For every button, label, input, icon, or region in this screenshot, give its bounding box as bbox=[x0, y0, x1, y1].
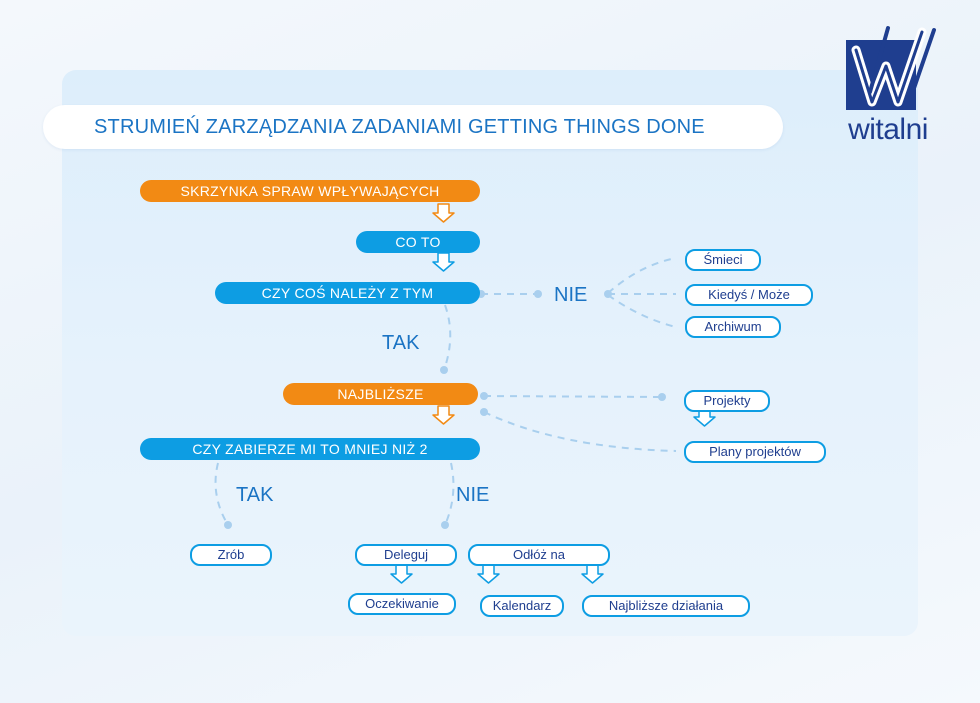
no-label: NIE bbox=[456, 484, 490, 506]
what-is-it-step: CO TO bbox=[356, 231, 480, 253]
yes-label: TAK bbox=[382, 332, 420, 354]
yes-label: TAK bbox=[236, 484, 274, 506]
down-arrow-icon bbox=[432, 405, 455, 425]
trash-outcome: Śmieci bbox=[685, 249, 761, 271]
calendar-outcome: Kalendarz bbox=[480, 595, 564, 617]
no-label: NIE bbox=[554, 284, 588, 306]
project-plans-outcome: Plany projektów bbox=[684, 441, 826, 463]
down-arrow-icon bbox=[432, 203, 455, 223]
down-arrow-icon bbox=[432, 252, 455, 272]
do-outcome: Zrób bbox=[190, 544, 272, 566]
brand-name: witalni bbox=[848, 113, 928, 146]
defer-outcome: Odłóż na bbox=[468, 544, 610, 566]
inbox-step: SKRZYNKA SPRAW WPŁYWAJĄCYCH bbox=[140, 180, 480, 202]
next-actions-outcome: Najbliższe działania bbox=[582, 595, 750, 617]
someday-outcome: Kiedyś / Może bbox=[685, 284, 813, 306]
down-arrow-icon bbox=[390, 564, 413, 584]
page-title: STRUMIEŃ ZARZĄDZANIA ZADANIAMI GETTING T… bbox=[94, 116, 705, 138]
waiting-outcome: Oczekiwanie bbox=[348, 593, 456, 615]
archive-outcome: Archiwum bbox=[685, 316, 781, 338]
diagram-panel bbox=[62, 70, 918, 636]
down-arrow-icon bbox=[581, 564, 604, 584]
delegate-outcome: Deleguj bbox=[355, 544, 457, 566]
title-bar bbox=[43, 105, 783, 149]
two-minutes-step: CZY ZABIERZE MI TO MNIEJ NIŻ 2 bbox=[140, 438, 480, 460]
down-arrow-icon bbox=[477, 564, 500, 584]
witalni-logo-icon bbox=[846, 26, 936, 110]
next-step: NAJBLIŻSZE bbox=[283, 383, 478, 405]
is-it-actionable-step: CZY COŚ NALEŻY Z TYM bbox=[215, 282, 480, 304]
projects-outcome: Projekty bbox=[684, 390, 770, 412]
